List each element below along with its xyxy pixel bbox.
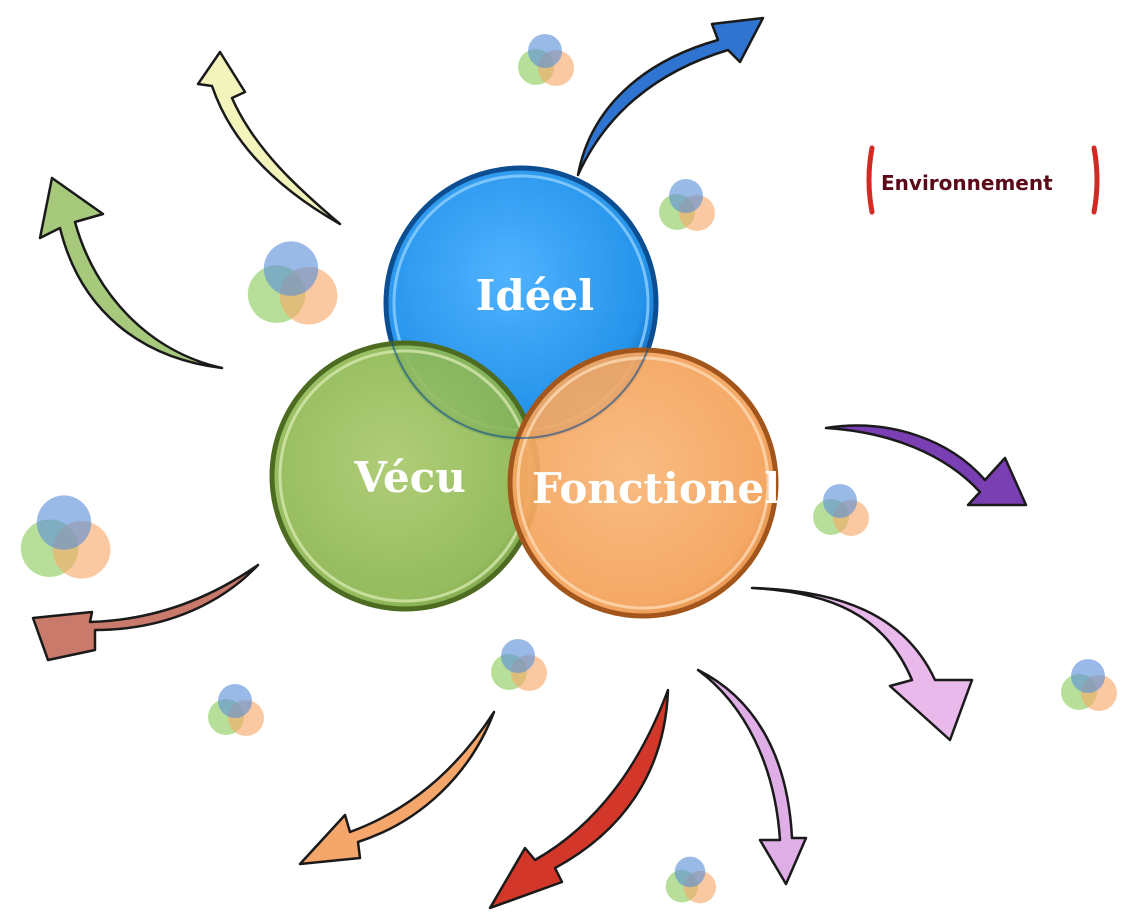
arrow-red [488, 688, 670, 910]
mini-venn-icon [1061, 659, 1117, 711]
arrow-orange [298, 710, 496, 866]
arrow-lilac [696, 668, 808, 886]
arrow-purple [824, 424, 1028, 507]
arrow-brown [31, 563, 260, 662]
mini-venn-icons [20, 34, 1117, 904]
arrow-green [38, 176, 224, 370]
environment-label: Environnement [881, 171, 1053, 195]
mini-venn-icon [659, 179, 715, 231]
mini-venn-icon [491, 639, 547, 691]
mini-venn-icon [247, 241, 338, 325]
mini-venn-icon [518, 34, 574, 86]
arrow-blue [576, 16, 765, 177]
left-bracket [866, 145, 875, 215]
arrow-pale-pink [750, 586, 974, 742]
mini-venn-icon [813, 484, 869, 536]
venn-circles [269, 165, 779, 619]
circle-fonctionel [510, 350, 776, 616]
arrow-pale-yellow [196, 50, 342, 226]
mini-venn-icon [665, 856, 717, 904]
label-ideel: Idéel [476, 271, 594, 320]
environment-legend: Environnement [866, 145, 1100, 215]
right-bracket [1091, 145, 1100, 215]
mini-venn-icon [20, 495, 111, 579]
label-fonctionel: Fonctionel [532, 464, 780, 513]
mini-venn-icon [208, 684, 264, 736]
arrows [31, 16, 1028, 910]
label-vecu: Vécu [353, 453, 466, 502]
circle-vecu [272, 343, 538, 609]
